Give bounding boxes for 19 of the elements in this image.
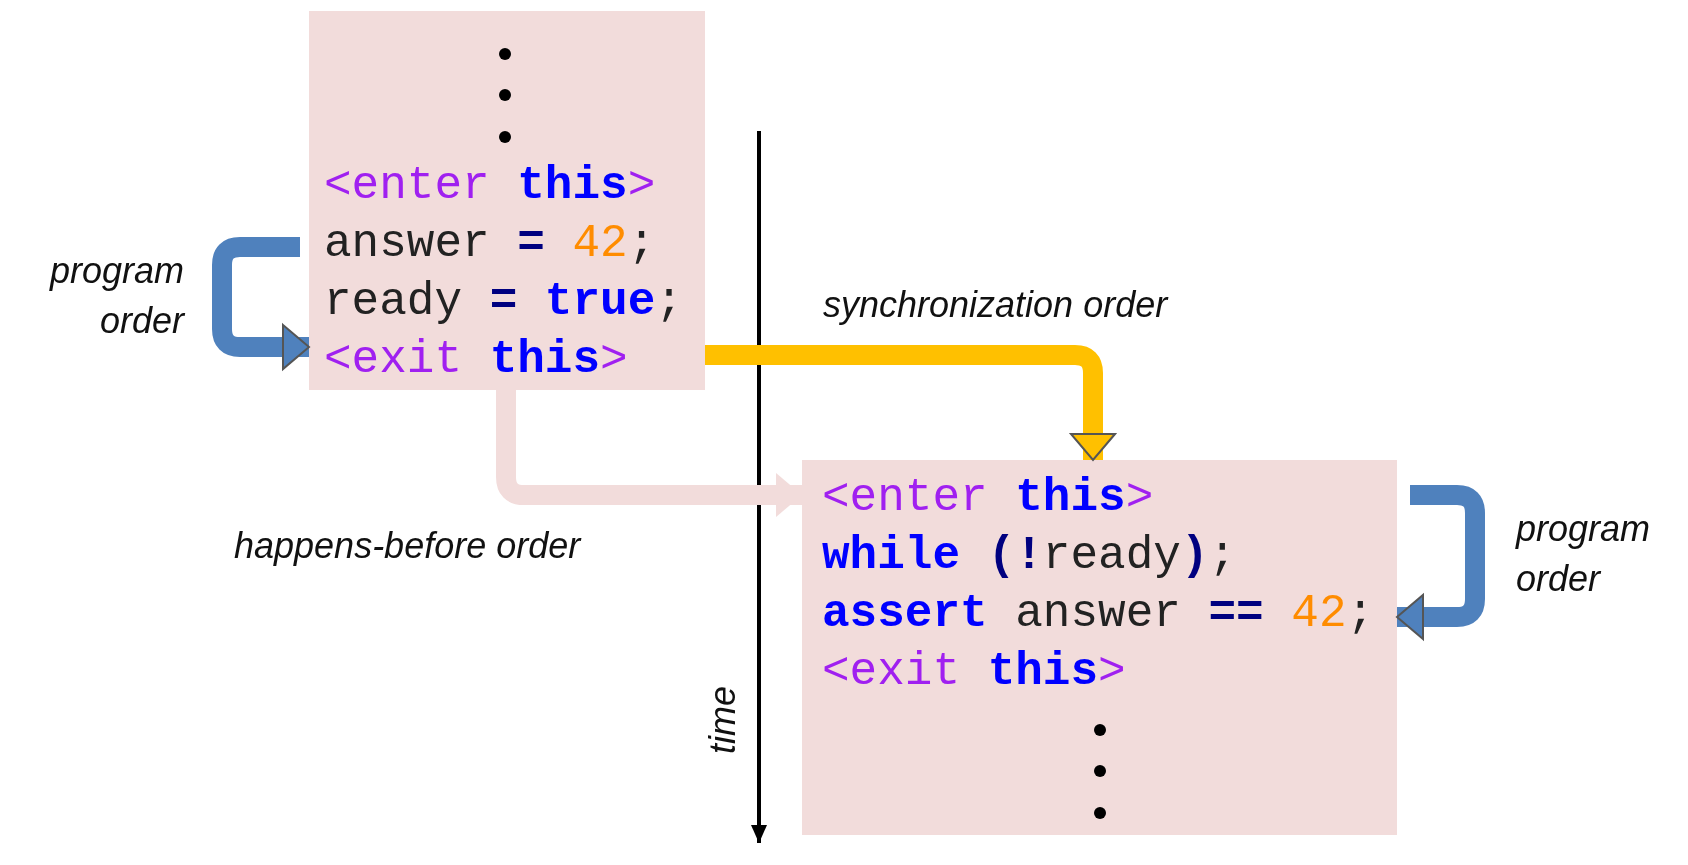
code-line: while (!ready); [822, 529, 1237, 584]
edge-label: synchronization order [823, 283, 1168, 327]
edge-label: program order [1516, 507, 1652, 601]
bent-arrow [212, 237, 310, 370]
edge-label: happens-before order [234, 524, 581, 568]
code-line: <enter this> [822, 471, 1154, 526]
code-line: <exit this> [822, 645, 1126, 700]
code-box [309, 11, 705, 390]
edge-label: program order [48, 249, 184, 343]
code-line: <enter this> [324, 159, 656, 214]
bent-arrow [1396, 485, 1485, 640]
code-box [802, 460, 1397, 835]
code-line: assert answer == 42; [822, 587, 1375, 642]
axis-label: time [703, 685, 743, 756]
code-line: <exit this> [324, 333, 628, 388]
bent-arrow [705, 345, 1116, 461]
bent-arrow [496, 390, 802, 517]
code-line: ready = true; [324, 275, 683, 330]
code-line: answer = 42; [324, 217, 656, 272]
